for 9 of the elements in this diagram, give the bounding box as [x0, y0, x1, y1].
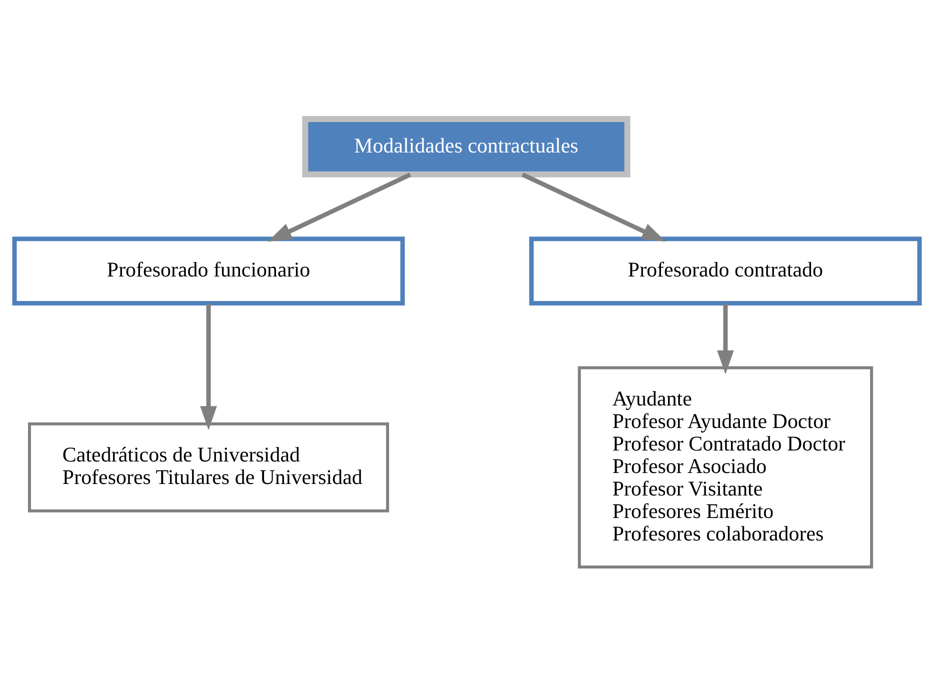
node-box: Ayudante Profesor Ayudante Doctor Profesor Contratado Doctor Profesor Asociado Profesor Visitante Profesores Emérito Profesores colaboradores [578, 366, 874, 568]
arrow [268, 172, 412, 242]
node-box: Profesorado funcionario [12, 236, 405, 306]
node-box: Profesorado contratado [529, 236, 922, 306]
arrow [522, 172, 666, 242]
arrow [200, 303, 217, 430]
arrow [717, 303, 734, 374]
node-box: Modalidades contractuales [302, 116, 630, 177]
node-box: Catedráticos de Universidad Profesores Titulares de Universidad [28, 422, 390, 512]
